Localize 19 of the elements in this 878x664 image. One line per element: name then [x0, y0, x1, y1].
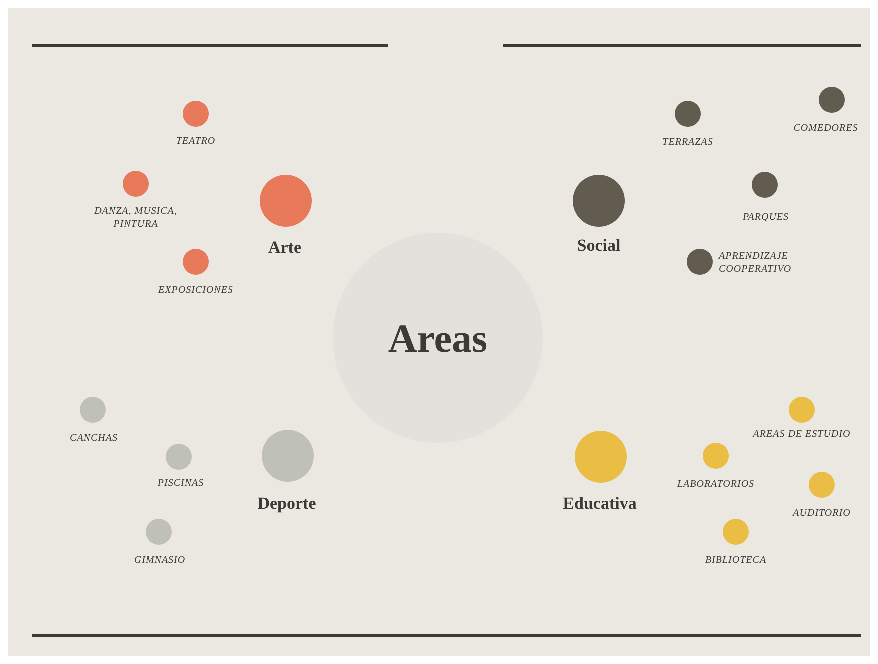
- category-label: Arte: [268, 238, 302, 258]
- item-label: DANZA, MUSICA, PINTURA: [94, 205, 178, 231]
- item-label: PARQUES: [742, 211, 790, 224]
- item-label: GIMNASIO: [134, 554, 186, 567]
- item-label: CANCHAS: [70, 432, 118, 445]
- category-label: Educativa: [563, 494, 637, 514]
- item-label: LABORATORIOS: [677, 478, 755, 491]
- item-label: TEATRO: [176, 135, 216, 148]
- item-label: TERRAZAS: [662, 136, 714, 149]
- item-label: EXPOSICIONES: [158, 284, 234, 297]
- title-text: Areas: [388, 314, 488, 362]
- item-label: APRENDIZAJE COOPERATIVO: [719, 250, 793, 276]
- category-label: Deporte: [258, 494, 316, 514]
- item-label: COMEDORES: [794, 122, 858, 135]
- category-label: Social: [577, 236, 621, 256]
- item-label: AREAS DE ESTUDIO: [753, 428, 851, 441]
- item-label: AUDITORIO: [793, 507, 851, 520]
- item-label: PISCINAS: [158, 477, 204, 490]
- item-label: BIBLIOTECA: [705, 554, 767, 567]
